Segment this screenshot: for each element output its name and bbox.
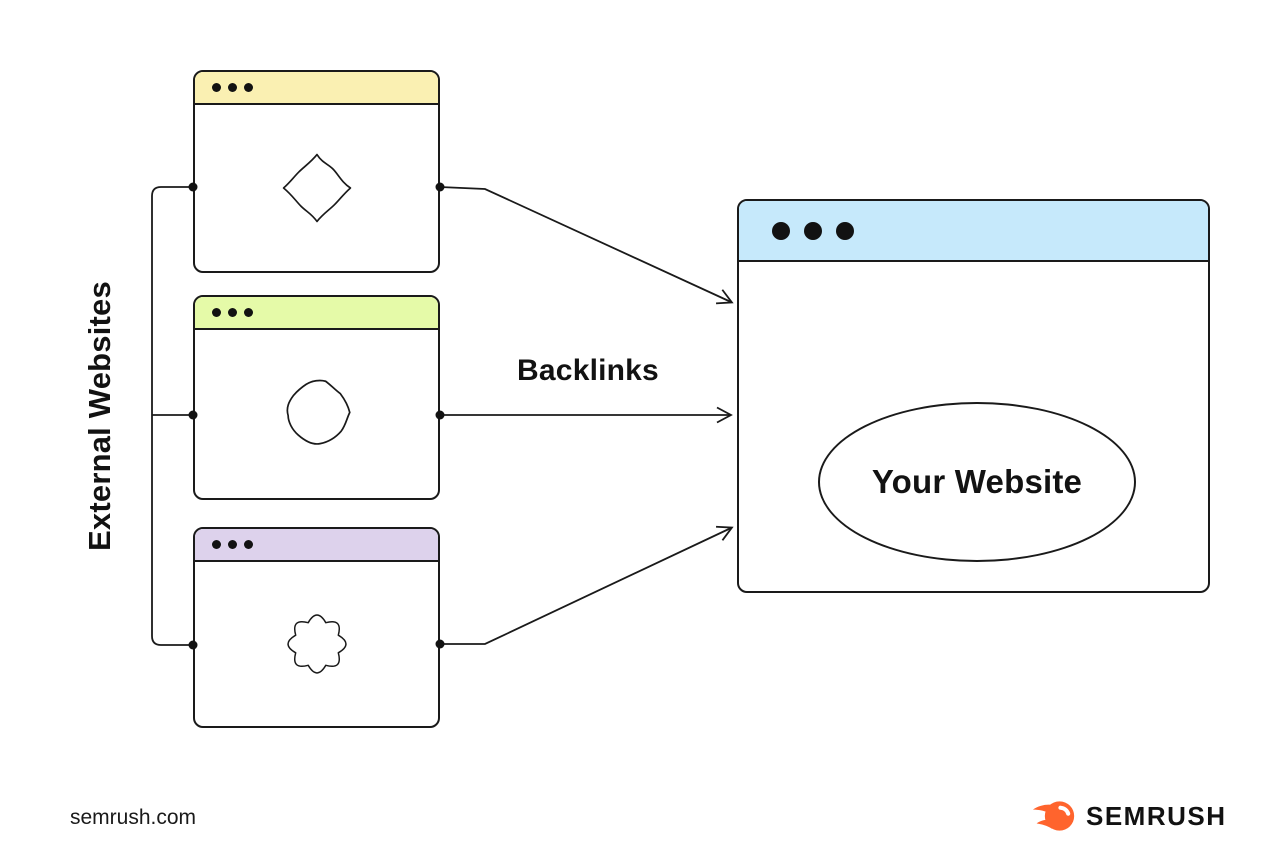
external-websites-bracket	[151, 186, 193, 646]
external-websites-label: External Websites	[82, 281, 117, 551]
backlinks-label: Backlinks	[517, 354, 659, 387]
window-titlebar	[195, 72, 438, 105]
window-titlebar	[195, 529, 438, 562]
window-content: Your Website	[739, 262, 1208, 591]
window-dot-icon	[228, 540, 237, 549]
your-website-window: Your Website	[737, 199, 1210, 593]
external-website-window-3	[193, 527, 440, 728]
diamond-blob-icon	[282, 153, 351, 223]
window-titlebar	[739, 201, 1208, 262]
window-dot-icon	[212, 540, 221, 549]
semrush-wordmark: SEMRUSH	[1086, 800, 1227, 831]
window-content	[195, 105, 438, 271]
external-website-window-2	[193, 295, 440, 500]
backlink-arrow-bottom	[440, 525, 734, 645]
window-dot-icon	[836, 221, 854, 240]
window-dot-icon	[244, 540, 253, 549]
window-dot-icon	[244, 83, 253, 92]
window-dot-icon	[212, 83, 221, 92]
your-website-label: Your Website	[871, 463, 1083, 500]
window-dot-icon	[244, 308, 253, 317]
backlink-arrow-top	[439, 186, 734, 305]
window-dot-icon	[804, 221, 822, 240]
window-titlebar	[195, 297, 438, 330]
external-website-window-1	[193, 70, 440, 273]
hexagon-blob-icon	[285, 379, 351, 445]
source-url: semrush.com	[70, 806, 197, 829]
window-content	[195, 330, 438, 498]
window-dot-icon	[228, 83, 237, 92]
window-content	[195, 562, 438, 726]
window-dot-icon	[228, 308, 237, 317]
your-website-ellipse: Your Website	[818, 402, 1136, 562]
window-dot-icon	[772, 221, 790, 240]
semrush-flame-ball-icon	[1032, 801, 1075, 831]
semrush-logo: SEMRUSH	[1032, 797, 1227, 835]
window-dot-icon	[212, 308, 221, 317]
flower-blob-icon	[286, 614, 347, 674]
